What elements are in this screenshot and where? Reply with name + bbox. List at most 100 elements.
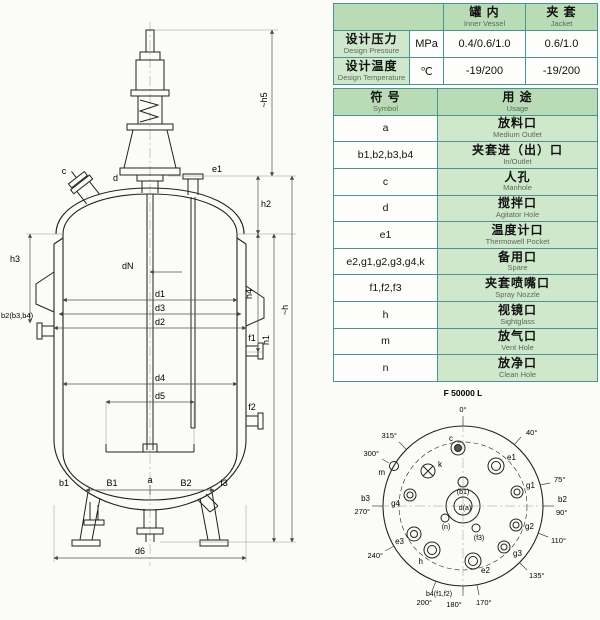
angle-90: 90° bbox=[556, 508, 567, 517]
nozzle-f3-center: (f3) bbox=[474, 535, 485, 542]
symbol-cell: n bbox=[333, 354, 438, 382]
label-h2: h2 bbox=[261, 199, 271, 209]
nozzle-c: c bbox=[449, 434, 453, 443]
dimension-lines bbox=[27, 29, 295, 561]
label-f2: f2 bbox=[248, 402, 256, 412]
vessel-shell bbox=[53, 187, 247, 511]
angle-200: 200° bbox=[416, 598, 432, 607]
label-h5: ~h5 bbox=[259, 92, 269, 107]
angle-300: 300° bbox=[363, 449, 379, 458]
label-d5: d5 bbox=[155, 391, 165, 401]
angle-180: 180° bbox=[446, 600, 462, 609]
label-d1: d1 bbox=[155, 289, 165, 299]
label-h4: h4 bbox=[244, 289, 254, 299]
angle-0: 0° bbox=[459, 405, 466, 414]
symbol-cell: b1,b2,b3,b4 bbox=[333, 141, 438, 169]
orientation-title: F 50000 L bbox=[444, 388, 483, 398]
nozzle-b2: b2 bbox=[558, 495, 567, 504]
symbol-cell: a bbox=[333, 114, 438, 143]
angle-270: 270° bbox=[354, 507, 370, 516]
design-temperature-inner-value: -19/200 bbox=[443, 57, 526, 85]
orientation-diagram: F 50000 L 0° 40° 75° b2 90° 110° 135° 17… bbox=[354, 388, 567, 609]
jacket-label-en: Jacket bbox=[550, 18, 573, 28]
angle-315: 315° bbox=[381, 431, 397, 440]
label-d4: d4 bbox=[155, 373, 165, 383]
symbol-cell: f1,f2,f3 bbox=[333, 274, 438, 302]
label-h1: h1 bbox=[261, 335, 271, 345]
angle-110: 110° bbox=[551, 536, 566, 545]
nozzles bbox=[36, 170, 264, 526]
nozzle-g4: g4 bbox=[391, 499, 400, 508]
label-c: c bbox=[62, 166, 67, 176]
design-table-corner bbox=[333, 3, 444, 31]
nozzle-k: k bbox=[438, 460, 443, 469]
nozzle-b4: b4(f1,f2) bbox=[426, 591, 452, 598]
design-pressure-label-en: Design Pressure bbox=[343, 45, 400, 55]
label-d: d bbox=[113, 173, 118, 183]
design-data-table: 罐 内 Inner Vessel 夹 套 Jacket 设计压力 Design … bbox=[333, 3, 598, 85]
angle-40: 40° bbox=[526, 428, 537, 437]
label-f1: f1 bbox=[248, 333, 256, 343]
symbol-column-header: 符 号 Symbol bbox=[333, 88, 438, 116]
design-col-jacket: 夹 套 Jacket bbox=[525, 3, 598, 31]
label-B1: B1 bbox=[106, 478, 117, 488]
label-d3: d3 bbox=[155, 303, 165, 313]
drawing-labels: d c e1 b2(b3,b4) h3 dN d1 d3 d2 d4 d5 f1… bbox=[1, 92, 290, 556]
label-b2: b2(b3,b4) bbox=[1, 311, 34, 320]
inner-vessel-label-zh: 罐 内 bbox=[469, 4, 500, 19]
nozzle-da-center: d(a) bbox=[459, 505, 471, 512]
support-legs bbox=[71, 491, 229, 547]
design-temperature-unit: ℃ bbox=[409, 57, 444, 85]
design-pressure-inner-value: 0.4/0.6/1.0 bbox=[443, 30, 526, 58]
design-temperature-label-zh: 设计温度 bbox=[345, 58, 398, 73]
nozzle-e2: e2 bbox=[481, 566, 490, 575]
angle-75: 75° bbox=[554, 475, 565, 484]
design-row-pressure: 设计压力 Design Pressure MPa 0.4/0.6/1.0 0.6… bbox=[333, 30, 598, 58]
design-pressure-label-zh: 设计压力 bbox=[345, 31, 398, 46]
manhole-nozzle bbox=[67, 170, 100, 205]
nozzle-g3: g3 bbox=[513, 549, 522, 558]
nozzle-n-center: (n) bbox=[442, 524, 451, 531]
nozzle-h: h bbox=[419, 557, 423, 566]
label-f3: f3 bbox=[220, 478, 228, 488]
inner-vessel-label-en: Inner Vessel bbox=[463, 18, 506, 28]
angle-170: 170° bbox=[476, 598, 492, 607]
symbol-cell: d bbox=[333, 194, 438, 223]
nozzle-e3: e3 bbox=[395, 537, 404, 546]
nozzle-g2: g2 bbox=[525, 522, 534, 531]
label-d6: d6 bbox=[135, 546, 145, 556]
nozzle-g1: g1 bbox=[526, 481, 535, 490]
angle-240: 240° bbox=[367, 551, 383, 560]
nozzle-b3: b3 bbox=[361, 494, 370, 503]
orientation-ticks bbox=[372, 416, 554, 596]
design-pressure-unit: MPa bbox=[409, 30, 444, 58]
label-B2: B2 bbox=[180, 478, 191, 488]
symbol-cell: m bbox=[333, 327, 438, 356]
design-col-inner: 罐 内 Inner Vessel bbox=[443, 3, 526, 31]
label-b1: b1 bbox=[59, 478, 69, 488]
orientation-text: F 50000 L 0° 40° 75° b2 90° 110° 135° 17… bbox=[354, 388, 567, 609]
agitator-drive bbox=[119, 29, 181, 193]
angle-135: 135° bbox=[529, 571, 545, 580]
nozzle-b1-center: (b1) bbox=[457, 489, 469, 496]
label-a: a bbox=[147, 475, 152, 485]
label-h: ~h bbox=[280, 305, 290, 315]
design-pressure-jacket-value: 0.6/1.0 bbox=[525, 30, 598, 58]
label-d2: d2 bbox=[155, 317, 165, 327]
